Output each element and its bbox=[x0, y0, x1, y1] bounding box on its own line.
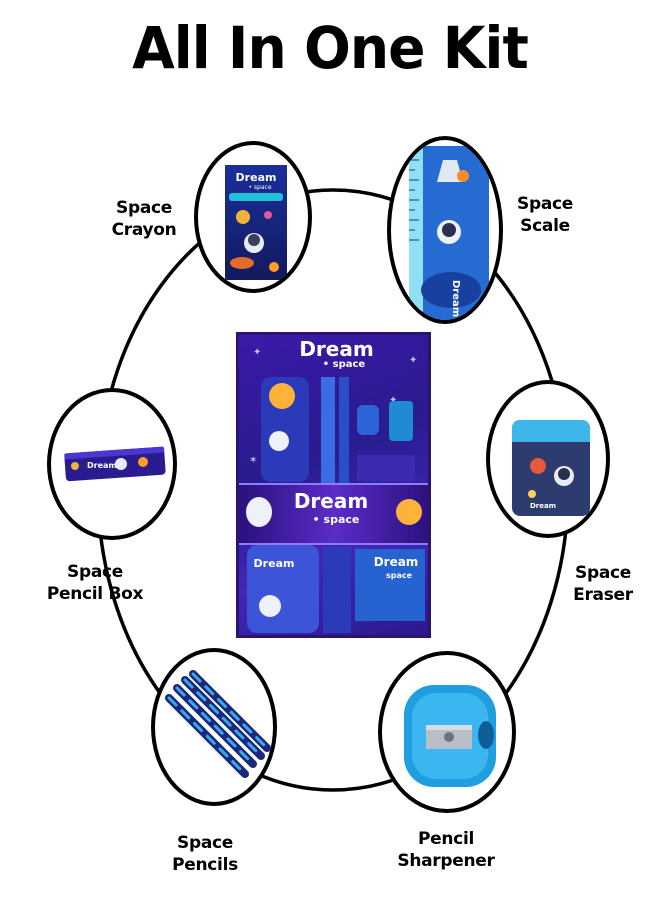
kit-lower-astronaut bbox=[259, 595, 281, 617]
ruler-image: Dream bbox=[409, 146, 489, 320]
kit-brand-top-sub: • space bbox=[322, 359, 366, 370]
pencil-box-circle: Dream bbox=[47, 388, 177, 540]
label-scale-line2: Scale bbox=[520, 216, 570, 236]
kit-astronaut bbox=[269, 431, 289, 451]
svg-text:• space: • space bbox=[248, 184, 271, 191]
label-crayon-line2: Crayon bbox=[111, 220, 177, 240]
svg-text:Dream: Dream bbox=[87, 461, 117, 470]
pencil-box-image: Dream bbox=[64, 446, 166, 482]
label-sharpener: Pencil Sharpener bbox=[396, 828, 496, 872]
kit-eraser bbox=[389, 401, 413, 441]
svg-text:Dream: Dream bbox=[530, 502, 556, 510]
label-eraser-line1: Space bbox=[575, 563, 631, 583]
kit-box-image: ✦ ✦ ✶ ✦ ✶ Dream • space Dream • space Dr… bbox=[236, 332, 431, 638]
kit-crayon-box-sub: space bbox=[385, 571, 413, 580]
kit-band-rocket bbox=[396, 499, 422, 525]
kit-crayon-box bbox=[355, 549, 425, 621]
pencils-circle bbox=[151, 648, 277, 806]
page-title: All In One Kit bbox=[132, 14, 529, 82]
kit-band-astronaut bbox=[246, 497, 272, 527]
label-scale: Space Scale bbox=[510, 193, 580, 237]
kit-brand-band: Dream • space bbox=[239, 483, 428, 545]
kit-band-sub: • space bbox=[312, 513, 360, 526]
label-sharpener-line1: Pencil bbox=[417, 829, 475, 849]
label-crayon: Space Crayon bbox=[104, 197, 184, 241]
kit-band-title: Dream bbox=[293, 489, 369, 513]
label-scale-line1: Space bbox=[517, 194, 573, 214]
crayon-circle: Dream • space bbox=[194, 141, 312, 293]
label-pencil-box-line1: Space bbox=[67, 562, 123, 582]
kit-crayons bbox=[357, 455, 415, 481]
crayon-box-image: Dream • space bbox=[225, 165, 287, 280]
label-pencil-box-line2: Pencil Box bbox=[46, 584, 144, 604]
kit-crayon-box-title: Dream bbox=[373, 555, 419, 569]
kit-brand-top: Dream bbox=[239, 337, 428, 361]
label-crayon-line1: Space bbox=[116, 198, 172, 218]
eraser-image: Dream bbox=[512, 420, 590, 516]
label-pencils: Space Pencils bbox=[167, 832, 243, 876]
scale-circle: Dream bbox=[387, 136, 503, 324]
kit-lower-case bbox=[247, 545, 319, 633]
label-pencils-line1: Space bbox=[177, 833, 233, 853]
label-pencils-line2: Pencils bbox=[172, 855, 238, 875]
label-sharpener-line2: Sharpener bbox=[397, 851, 495, 871]
svg-text:Dream: Dream bbox=[236, 171, 277, 184]
label-eraser-line2: Eraser bbox=[573, 585, 633, 605]
sharpener-image bbox=[404, 685, 496, 787]
sharpener-circle bbox=[378, 651, 516, 813]
kit-ruler bbox=[321, 377, 335, 485]
kit-rocket bbox=[269, 383, 295, 409]
kit-lower-case-label: Dream bbox=[253, 557, 295, 570]
svg-text:Dream: Dream bbox=[450, 280, 461, 317]
kit-sharpener bbox=[357, 405, 379, 435]
eraser-circle: Dream bbox=[486, 380, 610, 538]
kit-lower-pencils bbox=[323, 547, 351, 633]
label-pencil-box: Space Pencil Box bbox=[40, 561, 150, 605]
label-eraser: Space Eraser bbox=[567, 562, 639, 606]
pencils-image bbox=[165, 670, 271, 778]
kit-pencils bbox=[339, 377, 349, 485]
kit-brand-top-title: Dream bbox=[299, 337, 374, 361]
